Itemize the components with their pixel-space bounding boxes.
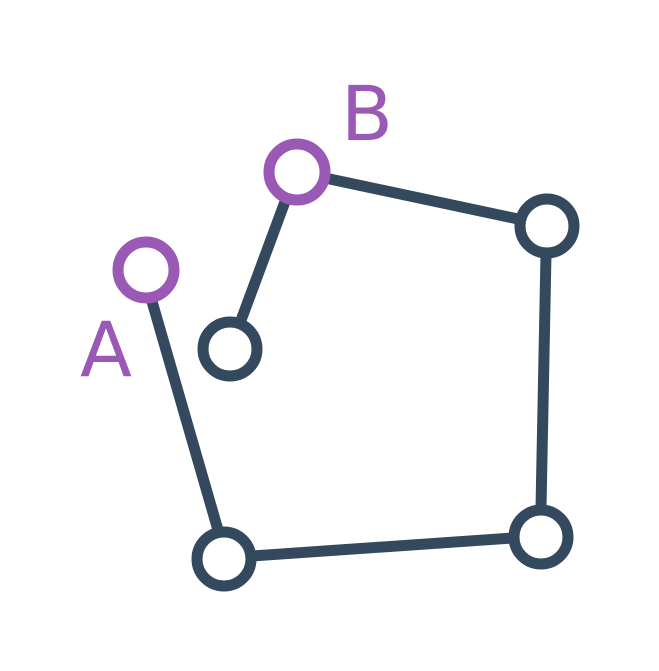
edge-bottom-right-top-right: [535, 248, 552, 514]
label-a: A: [80, 305, 132, 394]
edge-top-right-b: [319, 172, 524, 225]
node-b: [263, 138, 331, 206]
node-bottom-right: [508, 504, 574, 570]
node-a: [112, 236, 180, 304]
edge-bottom-left-bottom-right: [246, 532, 519, 562]
label-b: B: [341, 69, 393, 158]
node-bottom-left: [191, 526, 257, 592]
node-top-right: [514, 193, 580, 259]
edge-b-inner: [234, 193, 292, 329]
edge-a-bottom-left: [145, 292, 224, 536]
node-inner: [197, 316, 263, 382]
